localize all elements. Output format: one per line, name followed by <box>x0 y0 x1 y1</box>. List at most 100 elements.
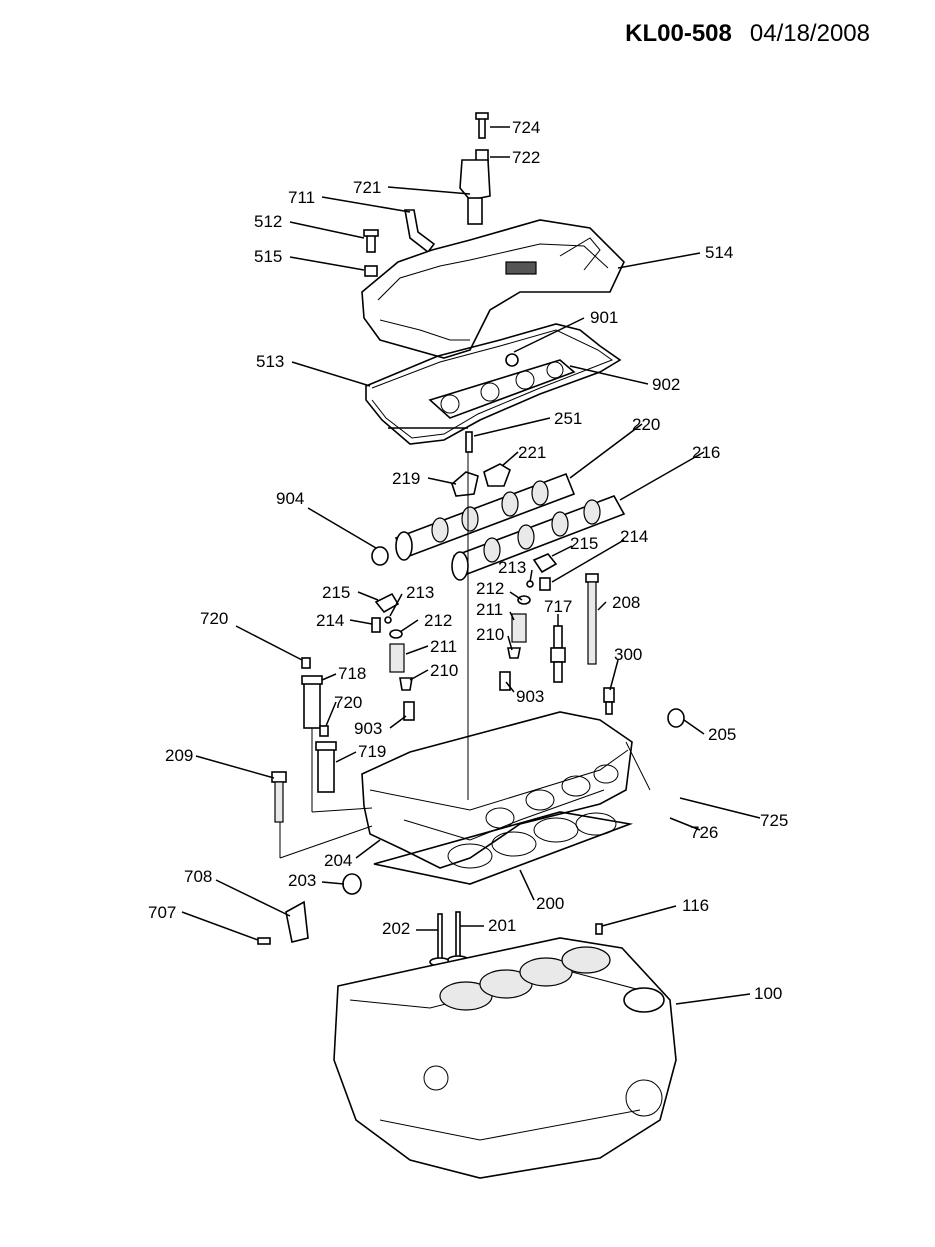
callout-901: 901 <box>590 308 618 327</box>
callout-725: 725 <box>760 811 788 830</box>
head-gasket-200 <box>373 811 634 885</box>
dowel-116 <box>595 923 603 935</box>
callout-203: 203 <box>288 871 316 890</box>
callout-208: 208 <box>612 593 640 612</box>
callout-720-upper: 720 <box>200 609 228 628</box>
lash-adjuster-214-right <box>539 577 551 591</box>
callout-220: 220 <box>632 415 660 434</box>
cylinder-head-204 <box>361 711 633 869</box>
callout-902: 902 <box>652 375 680 394</box>
callout-205: 205 <box>708 725 736 744</box>
bracket-708 <box>285 900 309 943</box>
callout-201: 201 <box>488 916 516 935</box>
valve-201 <box>447 911 469 965</box>
callout-214-left: 214 <box>316 611 344 630</box>
valve-guide-903-left <box>403 701 415 721</box>
callout-214-right: 214 <box>620 527 648 546</box>
valve-seal-210-right <box>507 647 521 659</box>
bolt-720-upper <box>301 657 311 669</box>
cover-bolt-512 <box>363 229 379 253</box>
callout-717: 717 <box>544 597 572 616</box>
camshaft-cap-221 <box>483 463 511 487</box>
document-id: KL00-508 <box>625 20 732 47</box>
callout-718: 718 <box>338 664 366 683</box>
callout-labels: 724 722 721 711 512 515 514 901 513 902 … <box>148 118 788 1003</box>
callout-202: 202 <box>382 919 410 938</box>
valve-spring-211-left <box>389 643 405 673</box>
bearing-cap-bolt-251 <box>465 431 473 453</box>
callout-211-left: 211 <box>430 637 457 656</box>
retainer-212-right <box>517 595 531 605</box>
callout-212-right: 212 <box>476 579 504 598</box>
callout-213-left: 213 <box>406 583 434 602</box>
plug-203 <box>342 873 362 895</box>
document-date: 04/18/2008 <box>749 20 870 47</box>
callout-721: 721 <box>353 178 381 197</box>
camshaft-220 <box>394 472 576 561</box>
callout-213-right: 213 <box>498 558 526 577</box>
callout-720-lower: 720 <box>334 693 362 712</box>
callout-219: 219 <box>392 469 420 488</box>
engine-block-100 <box>333 937 677 1179</box>
leader-lines <box>181 126 761 1005</box>
valve-spring-211-right <box>511 613 527 643</box>
lash-adjuster-214-left <box>371 617 381 633</box>
callout-216: 216 <box>692 443 720 462</box>
callout-215-right: 215 <box>570 534 598 553</box>
sensor-300 <box>603 687 615 715</box>
callout-513: 513 <box>256 352 284 371</box>
callout-903-right: 903 <box>516 687 544 706</box>
seal-901 <box>505 353 519 367</box>
callout-210-left: 210 <box>430 661 458 680</box>
oil-control-valve-718 <box>301 675 323 729</box>
plug-205 <box>667 708 685 728</box>
spark-plug-717 <box>550 625 566 683</box>
bolt-707 <box>257 937 271 945</box>
callout-719: 719 <box>358 742 386 761</box>
valve-guide-903-right <box>499 671 511 691</box>
callout-221: 221 <box>518 443 546 462</box>
head-bolt-208 <box>585 573 599 665</box>
callout-707: 707 <box>148 903 176 922</box>
oil-control-valve-719 <box>315 741 337 793</box>
callout-722: 722 <box>512 148 540 167</box>
callout-903-left: 903 <box>354 719 382 738</box>
head-bolt-209 <box>271 771 287 823</box>
sensor-721 <box>459 159 491 225</box>
callout-514: 514 <box>705 243 733 262</box>
callout-300: 300 <box>614 645 642 664</box>
bolt-720-lower <box>319 725 329 737</box>
callout-100: 100 <box>754 984 782 1003</box>
callout-204: 204 <box>324 851 352 870</box>
valve-seal-210-left <box>399 677 413 691</box>
callout-251: 251 <box>554 409 582 428</box>
spark-plug-seal-902 <box>428 359 576 419</box>
callout-708: 708 <box>184 867 212 886</box>
valve-202 <box>429 913 451 967</box>
vent-hose-711 <box>404 209 436 254</box>
sensor-bolt-724 <box>475 112 489 139</box>
grommet-515 <box>364 265 378 277</box>
callout-215-left: 215 <box>322 583 350 602</box>
callout-726: 726 <box>690 823 718 842</box>
callout-209: 209 <box>165 746 193 765</box>
retainer-212-left <box>389 629 403 639</box>
document-header: KL00-508 04/18/2008 <box>0 20 870 48</box>
keeper-213-left <box>384 616 392 624</box>
callout-512: 512 <box>254 212 282 231</box>
roller-follower-215-right <box>532 553 558 574</box>
callout-904: 904 <box>276 489 304 508</box>
callout-116: 116 <box>682 896 709 915</box>
callout-200: 200 <box>536 894 564 913</box>
callout-210-right: 210 <box>476 625 504 644</box>
camshaft-seal-904 <box>371 546 389 566</box>
callout-212-left: 212 <box>424 611 452 630</box>
callout-724: 724 <box>512 118 540 137</box>
valve-cover-514 <box>361 219 625 359</box>
callout-211-right: 211 <box>476 600 503 619</box>
camshaft-216 <box>451 495 626 581</box>
callout-711: 711 <box>288 188 315 207</box>
callout-515: 515 <box>254 247 282 266</box>
camshaft-cap-219 <box>451 471 479 497</box>
